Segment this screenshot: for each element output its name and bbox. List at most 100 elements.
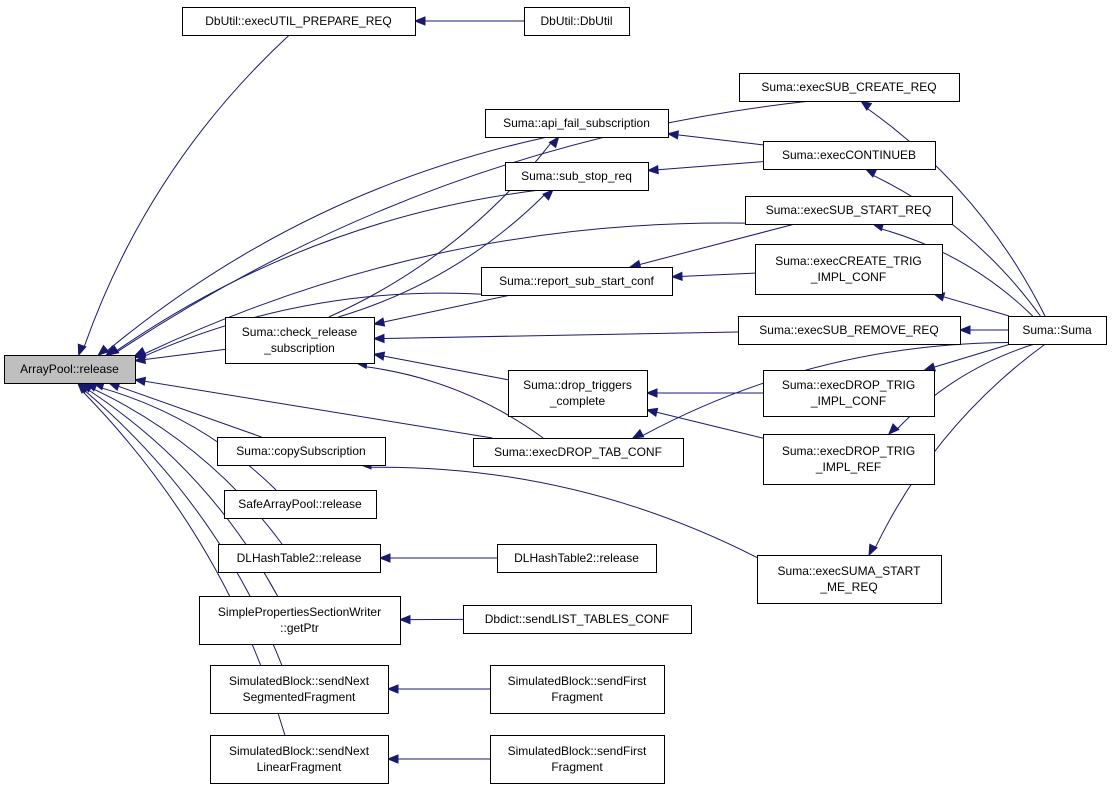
node-label: DbUtil::DbUtil [540,14,612,28]
node-label: Suma::copySubscription [236,444,365,458]
node-suma-copy-sub[interactable]: Suma::copySubscription [217,437,386,466]
edge-line [83,34,290,347]
edge-dlhash-b-to-dlhash-a [378,553,497,563]
edge-sb-first-a-to-sb-next-seg [386,684,490,694]
node-dlhash-a[interactable]: DLHashTable2::release [218,544,381,573]
arrowhead [542,189,554,201]
node-dbdict-list[interactable]: Dbdict::sendLIST_TABLES_CONF [463,605,692,634]
edge-line [107,136,548,352]
node-suma-suma[interactable]: Suma::Suma [1008,316,1107,345]
node-box [497,544,657,573]
node-label: Fragment [551,760,603,774]
arrowhead [386,684,399,694]
arrowhead [77,343,87,357]
node-suma-check-release[interactable]: Suma::check_release_subscription [225,317,375,364]
node-box [490,735,665,784]
node-label: Suma::execDROP_TRIG [782,444,915,458]
node-box [473,438,684,467]
arrowhead [548,135,560,149]
node-box [218,544,381,573]
node-label: ArrayPool::release [20,362,119,376]
node-dbutil-ctor[interactable]: DbUtil::DbUtil [524,7,630,36]
node-suma-start-me[interactable]: Suma::execSUMA_START_ME_REQ [757,555,942,604]
node-label: SimplePropertiesSectionWriter [218,605,381,619]
node-suma-report-start[interactable]: Suma::report_sub_start_conf [481,267,673,296]
node-sps-getptr[interactable]: SimplePropertiesSectionWriter::getPtr [199,596,401,645]
node-label: Suma::execSUB_REMOVE_REQ [759,323,938,337]
node-safe-release[interactable]: SafeArrayPool::release [224,490,377,519]
node-label: SegmentedFragment [243,690,356,704]
node-suma-api-fail[interactable]: Suma::api_fail_subscription [485,109,669,138]
edge-line [873,174,1041,317]
edge-suma-sub-stop-to-arraypool-release [105,189,540,356]
edge-line [370,466,758,558]
edge-suma-check-release-to-suma-sub-stop [338,189,554,318]
node-suma-continueb[interactable]: Suma::execCONTINUEB [763,141,936,170]
node-label: Fragment [551,690,603,704]
node-box [524,7,630,36]
node-label: _IMPL_CONF [810,394,886,408]
edge-line [383,331,739,339]
node-label: SimulatedBlock::sendNext [229,744,370,758]
edge-suma-suma-to-suma-sub-create [859,100,1046,317]
node-label: Suma::execCONTINUEB [782,148,916,162]
edge-suma-check-release-to-arraypool-release [133,348,226,365]
node-box [490,665,665,714]
node-suma-create-trig[interactable]: Suma::execCREATE_TRIG_IMPL_CONF [755,244,943,295]
arrowhead [386,754,399,764]
node-suma-drop-trig-ref[interactable]: Suma::execDROP_TRIG_IMPL_REF [763,434,935,485]
arrowhead [76,382,89,394]
edge-line [115,189,540,352]
node-suma-sub-create[interactable]: Suma::execSUB_CREATE_REQ [739,73,960,102]
node-suma-sub-remove[interactable]: Suma::execSUB_REMOVE_REQ [738,316,961,345]
edge-suma-create-trig-to-suma-report-start [670,271,756,282]
edge-line [943,296,1010,317]
edge-sb-first-b-to-sb-next-lin [386,754,490,764]
node-box [745,196,953,225]
node-box [199,596,401,645]
edge-suma-continueb-to-suma-sub-stop [646,161,764,175]
node-suma-drop-tab[interactable]: Suma::execDROP_TAB_CONF [473,438,684,467]
node-dbutil-prepare[interactable]: DbUtil::execUTIL_PREPARE_REQ [182,7,416,36]
node-label: Suma::report_sub_start_conf [499,274,654,288]
node-suma-drop-trig-conf[interactable]: Suma::execDROP_TRIG_IMPL_CONF [763,370,935,417]
node-suma-drop-triggers[interactable]: Suma::drop_triggers_complete [508,370,648,417]
arrowhead [670,271,683,282]
arrowhead [133,354,147,365]
arrowhead [631,428,645,439]
node-dlhash-b[interactable]: DLHashTable2::release [497,544,657,573]
node-sb-next-seg[interactable]: SimulatedBlock::sendNextSegmentedFragmen… [210,665,389,714]
edge-line [875,343,1046,548]
node-label: Suma::execSUB_START_REQ [766,203,932,217]
edge-suma-continueb-to-suma-api-fail [666,130,764,146]
node-box [1008,316,1107,345]
edge-line [144,222,780,355]
node-box [738,316,961,345]
edge-line [639,223,795,265]
node-label: Suma::drop_triggers [523,378,632,392]
node-box [481,267,673,296]
edge-line [101,387,277,491]
node-box [505,162,649,191]
node-suma-sub-start-req[interactable]: Suma::execSUB_START_REQ [745,196,953,225]
arrowhead [105,345,118,356]
edge-suma-drop-tab-to-arraypool-release [133,376,493,439]
arrowhead [372,333,385,344]
edge-dbdict-list-to-sps-getptr [398,614,464,625]
arrowhead [133,376,147,387]
node-box [182,7,416,36]
node-label: DLHashTable2::release [237,551,362,565]
edge-suma-drop-triggers-to-suma-check-release [372,351,509,381]
node-suma-sub-stop[interactable]: Suma::sub_stop_req [505,162,649,191]
node-box [217,437,386,466]
node-label: SimulatedBlock::sendFirst [508,744,647,758]
node-label: Suma::api_fail_subscription [503,116,650,130]
node-arraypool-release[interactable]: ArrayPool::release [4,355,136,384]
node-label: _IMPL_CONF [810,270,886,284]
edge-line [656,411,764,439]
node-label: DbUtil::execUTIL_PREPARE_REQ [205,14,392,28]
edge-suma-start-me-to-suma-copy-sub [359,460,758,558]
